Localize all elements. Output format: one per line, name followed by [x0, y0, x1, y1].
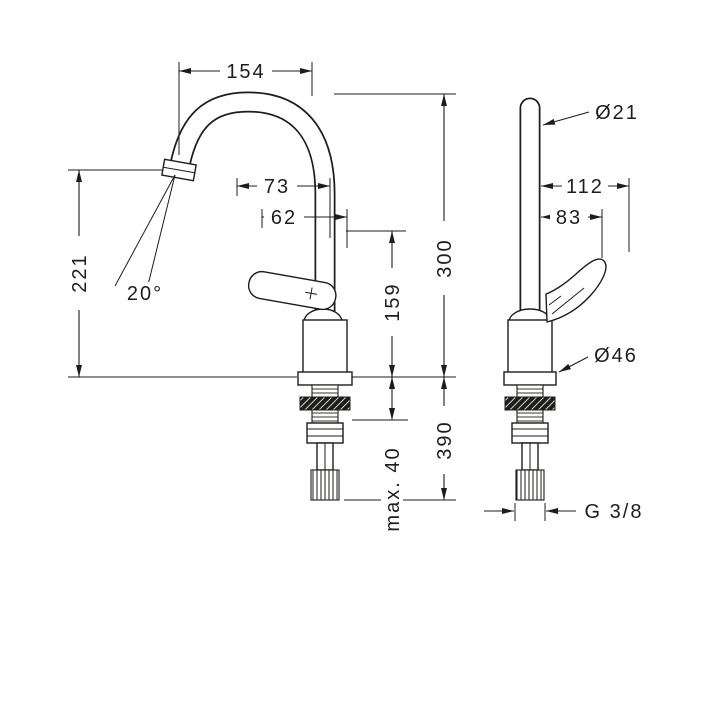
handle-lever: [247, 270, 337, 311]
rotated-label: max. 40: [381, 437, 404, 541]
label-halo: [433, 221, 455, 295]
rotated-label: 221: [68, 236, 91, 310]
dim-body-height: 159: [346, 230, 406, 377]
dim-spout-diameter: Ø21: [542, 102, 639, 126]
faucet-body: [302, 319, 348, 375]
leader-line: [558, 356, 589, 373]
handle-lever: [545, 258, 607, 323]
faucet-body: [507, 319, 553, 375]
front-view: 154 73 62 221: [68, 60, 456, 541]
rotated-label: 300: [433, 221, 456, 295]
aerator-line: [163, 166, 195, 174]
dim-spout-offset: 73: [236, 175, 331, 238]
dim-max40-label: max. 40: [382, 446, 404, 531]
front-faucet: [161, 91, 353, 501]
dim-154-label: 154: [226, 61, 265, 83]
dim-mounting-thickness: max. 40: [381, 377, 404, 541]
handle-detail-line: [548, 295, 562, 306]
rotated-label: 390: [433, 406, 456, 474]
dim-62-label: 62: [271, 207, 297, 229]
dim-300-label: 300: [434, 238, 456, 277]
handle-detail-line: [551, 287, 585, 315]
dim-spray-angle: 20°: [114, 174, 176, 305]
spout-aerator: [161, 158, 197, 182]
mounting-nut: [511, 422, 549, 444]
dim-d21-label: Ø21: [595, 102, 639, 124]
dim-below-deck: 390: [433, 377, 456, 500]
plus-icon: [309, 287, 313, 300]
dim-159-label: 159: [382, 282, 404, 321]
label-halo: [257, 175, 297, 197]
dim-handle-offset: 62: [261, 206, 348, 248]
label-halo: [562, 175, 608, 197]
deck-seal-hatch: [299, 396, 351, 411]
spout-pipe-fill: [170, 93, 334, 336]
label-halo: [220, 60, 272, 82]
dim-body-depth: 83: [541, 206, 603, 258]
dim-spout-reach: 154: [178, 60, 313, 155]
label-halo: [119, 282, 171, 304]
handle-shape: [247, 270, 337, 311]
dim-base-diameter: Ø46: [558, 345, 638, 373]
angle-20-label: 20°: [127, 283, 163, 305]
leader-line: [542, 111, 590, 126]
dim-outlet-height: 221: [68, 169, 162, 377]
label-halo: [264, 206, 304, 228]
side-faucet: [503, 97, 607, 501]
angle-line: [146, 174, 176, 290]
dim-connection-thread: G 3/8: [484, 501, 644, 523]
dim-handle-depth: 112: [541, 175, 630, 252]
label-halo: [433, 406, 455, 474]
dim-73-label: 73: [264, 176, 290, 198]
label-halo: [68, 236, 90, 310]
label-halo: [381, 268, 403, 336]
dim-g38-label: G 3/8: [585, 501, 644, 523]
dim-390-label: 390: [434, 420, 456, 459]
rotated-label: 159: [381, 268, 404, 336]
hose-connector: [515, 469, 545, 501]
angle-line: [114, 174, 176, 287]
label-halo: [550, 206, 588, 228]
base-flange: [297, 371, 353, 386]
dim-d46-label: Ø46: [594, 345, 638, 367]
dim-112-label: 112: [566, 176, 604, 198]
hose-connector: [310, 469, 340, 501]
deck-seal-hatch: [504, 396, 556, 411]
base-flange: [503, 371, 557, 386]
dim-overall-height: 300: [334, 93, 456, 377]
dim-221-label: 221: [69, 253, 91, 292]
label-halo: [381, 437, 403, 541]
side-view: Ø21 112 83 Ø46 G 3/8: [484, 97, 644, 523]
dim-83-label: 83: [556, 207, 582, 229]
mounting-nut: [306, 422, 344, 444]
